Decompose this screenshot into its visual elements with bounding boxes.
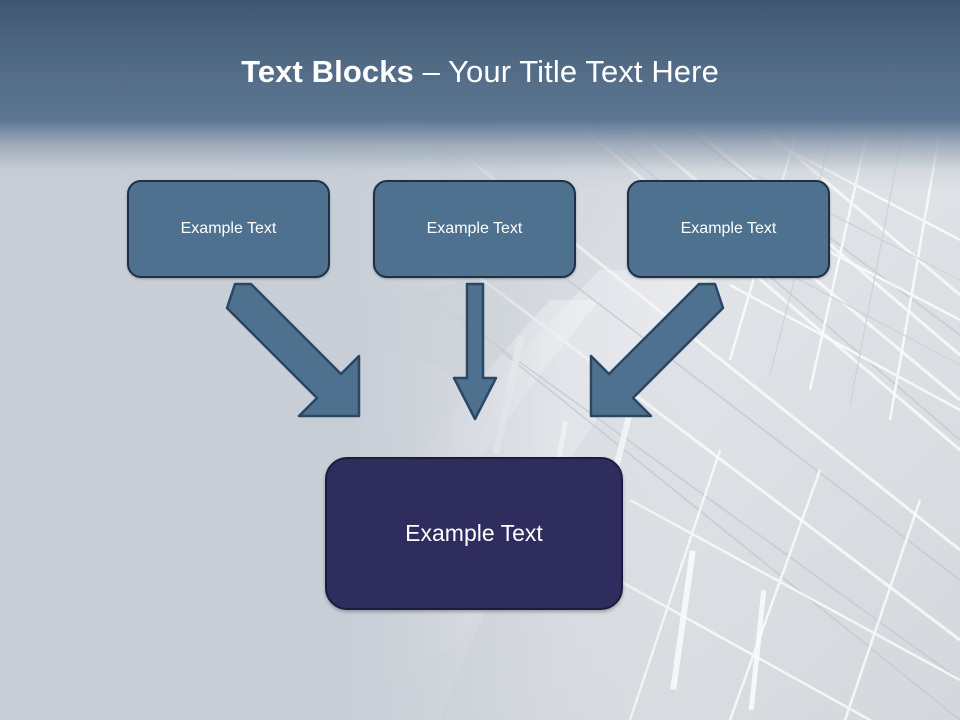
text-block-1[interactable]: Example Text xyxy=(127,180,330,278)
text-block-2-label: Example Text xyxy=(426,220,523,237)
text-block-3-label: Example Text xyxy=(680,220,777,237)
text-block-result-label: Example Text xyxy=(405,520,543,546)
page-title: Text Blocks – Your Title Text Here xyxy=(0,52,960,92)
text-block-result[interactable]: Example Text xyxy=(325,457,623,610)
page-title-rest: – Your Title Text Here xyxy=(413,54,719,89)
arrow-diagonal-down-left[interactable] xyxy=(580,282,725,427)
text-block-2[interactable]: Example Text xyxy=(373,180,576,278)
arrow-down[interactable] xyxy=(452,282,498,422)
text-block-1-label: Example Text xyxy=(180,220,277,237)
arrow-diagonal-down-right[interactable] xyxy=(225,282,370,427)
text-block-3[interactable]: Example Text xyxy=(627,180,830,278)
page-title-strong: Text Blocks xyxy=(241,54,414,89)
